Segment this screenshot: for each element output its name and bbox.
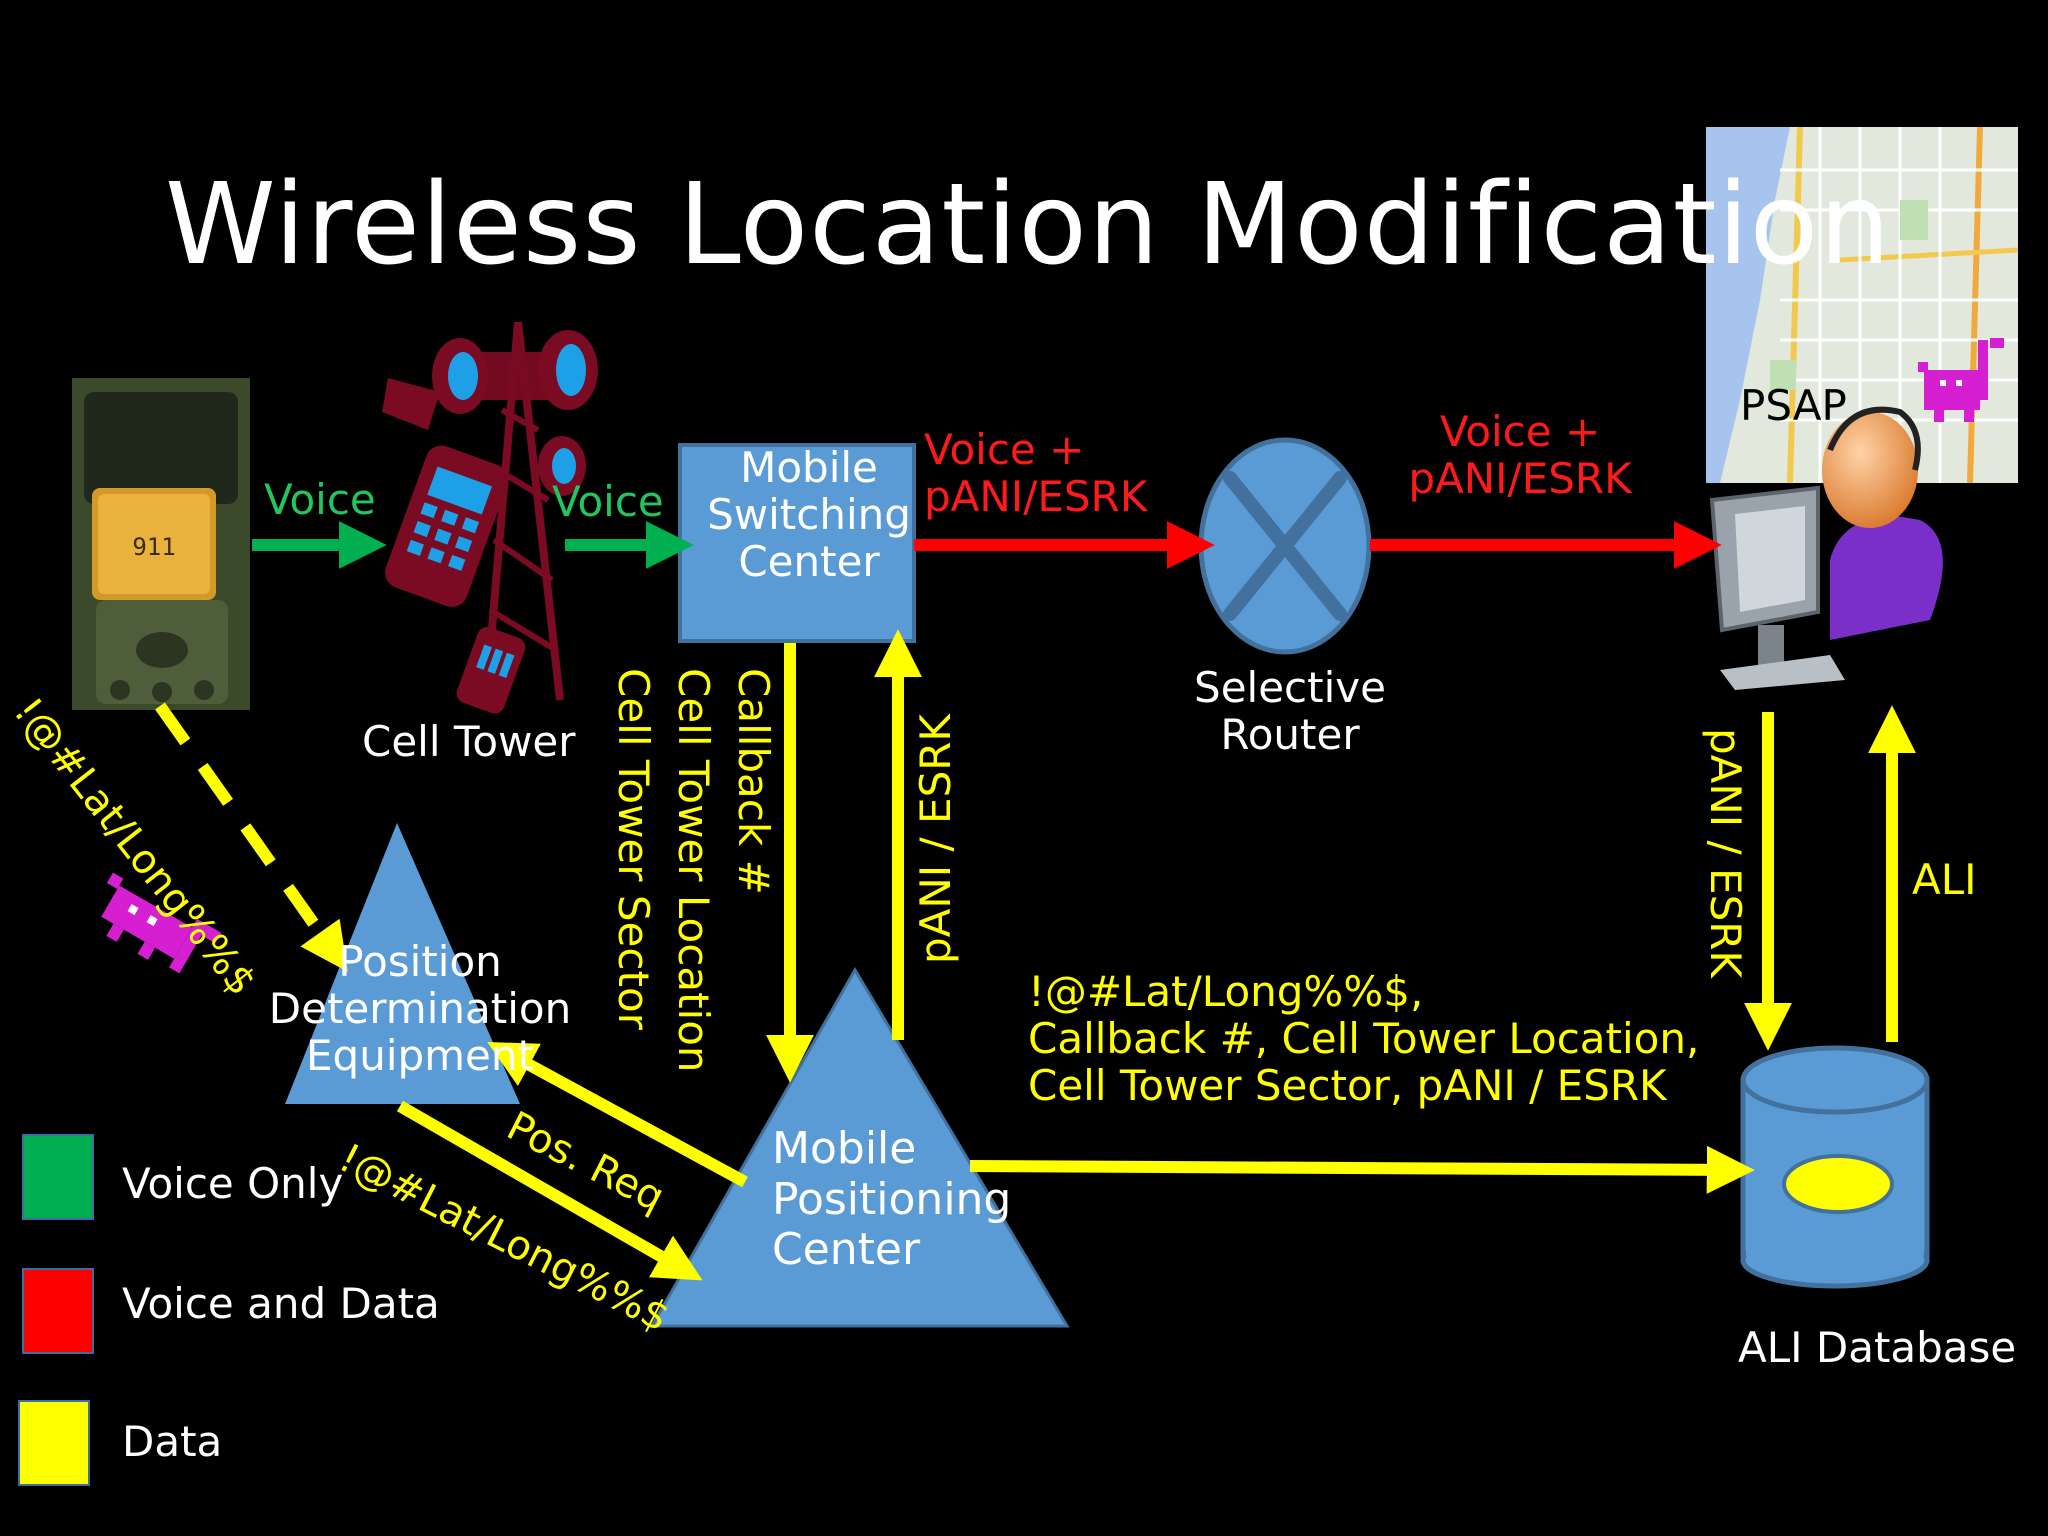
router-to-psap-label: Voice + pANI/ESRK xyxy=(1380,408,1660,502)
mpc-to-ali-label: !@#Lat/Long%%$, Callback #, Cell Tower L… xyxy=(1028,968,1699,1109)
router-to-psap-label-line-1: Voice + xyxy=(1439,407,1601,456)
selective-router-label-line-2: Router xyxy=(1220,710,1360,760)
cell-tower-icon xyxy=(382,321,598,714)
data-arrow-mpc-to-ali xyxy=(969,1145,1755,1194)
pde-label-line-2: Determination xyxy=(268,984,572,1034)
cell-tower-label: Cell Tower xyxy=(362,717,576,766)
ali-to-psap-label: ALI xyxy=(1912,855,1977,904)
selective-router-label: Selective Router xyxy=(1165,664,1415,758)
legend-swatch-voice-and-data xyxy=(22,1268,94,1354)
voice-label-1: Voice xyxy=(264,475,376,524)
msc-to-router-label-line-1: Voice + xyxy=(924,425,1085,474)
legend-label-data: Data xyxy=(122,1417,223,1466)
cell-tower-location-label: Cell Tower Location xyxy=(669,668,718,1073)
mpc-label-line-3: Center xyxy=(772,1224,921,1276)
pde-label: Position Determination Equipment xyxy=(260,938,580,1079)
mpc-label: Mobile Positioning Center xyxy=(772,1123,1012,1276)
msc-label-line-1: Mobile xyxy=(740,443,878,492)
mobile-positioning-center-triangle xyxy=(649,967,1070,1328)
legend-label-voice-and-data: Voice and Data xyxy=(122,1279,440,1328)
cell-tower-sector-label: Cell Tower Sector xyxy=(609,668,658,1030)
legend-swatch-voice-only xyxy=(22,1134,94,1220)
voice-label-2: Voice xyxy=(552,477,664,526)
mpc-to-ali-label-line-1: !@#Lat/Long%%$, xyxy=(1028,967,1424,1016)
phone-display-text: 911 xyxy=(132,533,175,561)
data-arrow-phone-to-pde xyxy=(155,702,348,972)
mpc-to-ali-label-line-3: Cell Tower Sector, pANI / ESRK xyxy=(1028,1061,1667,1111)
position-determination-equipment-triangle xyxy=(285,823,520,1104)
mpc-to-msc-label: pANI / ESRK xyxy=(911,714,960,964)
ali-database-label: ALI Database xyxy=(1738,1323,2017,1372)
mpc-label-line-2: Positioning xyxy=(772,1173,1012,1225)
msc-to-router-label-line-2: pANI/ESRK xyxy=(924,472,1148,522)
pixel-bug-icon xyxy=(101,872,222,974)
selective-router-label-line-1: Selective xyxy=(1194,663,1386,712)
legend-swatch-data xyxy=(18,1400,90,1486)
selective-router-icon xyxy=(1198,437,1372,655)
mpc-to-ali-label-line-2: Callback #, Cell Tower Location, xyxy=(1028,1014,1700,1064)
mpc-label-line-1: Mobile xyxy=(772,1123,917,1174)
msc-label-line-2: Switching xyxy=(707,490,911,540)
slide-title: Wireless Location Modification xyxy=(165,160,1892,290)
router-to-psap-label-line-2: pANI/ESRK xyxy=(1408,454,1632,504)
pos-req-arrow-mpc-to-pde xyxy=(487,1041,748,1188)
data-arrow-pde-to-mpc xyxy=(397,1100,703,1281)
pde-label-line-3: Equipment xyxy=(306,1031,534,1081)
psap-operator-icon xyxy=(1709,406,1943,690)
ali-database-cylinder xyxy=(1740,1045,1930,1289)
msc-label-line-3: Center xyxy=(738,537,880,587)
psap-to-ali-label: pANI / ESRK xyxy=(1701,728,1750,978)
msc-label: Mobile Switching Center xyxy=(680,444,938,585)
legend-label-voice-only: Voice Only xyxy=(122,1159,344,1208)
psap-label: PSAP xyxy=(1740,381,1847,430)
callback-number-label: Callback # xyxy=(729,668,778,895)
msc-to-router-label: Voice + pANI/ESRK xyxy=(924,426,1147,520)
mobile-switching-center-box xyxy=(678,443,916,643)
pde-label-line-1: Position xyxy=(338,937,502,986)
mobile-phone-icon: 911 xyxy=(72,378,250,710)
